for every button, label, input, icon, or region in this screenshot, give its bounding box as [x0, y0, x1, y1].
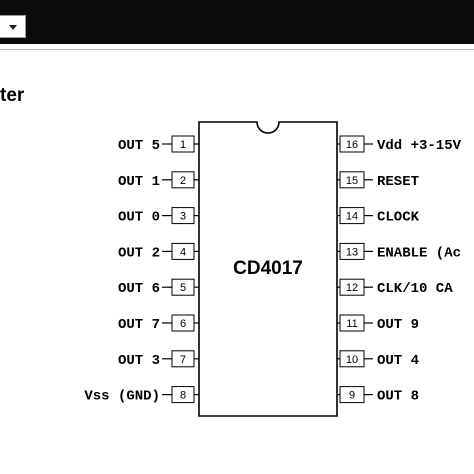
pin-number: 4 — [180, 246, 186, 258]
pin-label: OUT 7 — [118, 317, 160, 333]
pin-box — [339, 386, 365, 404]
pin-number: 16 — [346, 139, 358, 151]
pin-box — [171, 207, 195, 225]
pin-box — [171, 135, 195, 153]
pin-box — [339, 350, 365, 368]
pin-box — [339, 135, 365, 153]
pin-box — [339, 171, 365, 189]
pin-box — [339, 278, 365, 296]
pin-label: OUT 4 — [377, 353, 419, 369]
pin-number: 13 — [346, 246, 358, 258]
pin-number: 7 — [180, 354, 186, 366]
pin-number: 1 — [180, 139, 186, 151]
pin-label: OUT 8 — [377, 389, 419, 405]
chip-body — [198, 121, 338, 417]
pin-number: 8 — [180, 390, 186, 402]
pin-label: RESET — [377, 174, 419, 190]
pin-number: 3 — [180, 211, 186, 223]
dropdown-button[interactable] — [0, 15, 26, 38]
pin-box — [171, 350, 195, 368]
pin-number: 15 — [346, 175, 358, 187]
pin-label: CLOCK — [377, 210, 420, 226]
pin-number: 12 — [346, 282, 358, 294]
pin-box — [171, 314, 195, 332]
pin-number: 14 — [346, 211, 358, 223]
top-bar — [0, 0, 474, 44]
pin-label: OUT 2 — [118, 245, 160, 261]
pin-label: OUT 1 — [118, 174, 160, 190]
pin-label: OUT 5 — [118, 138, 160, 154]
pin-number: 6 — [180, 318, 186, 330]
pin-label: OUT 9 — [377, 317, 419, 333]
pin-box — [339, 242, 365, 260]
divider — [0, 49, 474, 50]
pin-box — [339, 207, 365, 225]
pin-box — [339, 314, 365, 332]
pin-number: 5 — [180, 282, 186, 294]
pin-box — [171, 386, 195, 404]
pin-label: Vdd +3-15V — [377, 138, 462, 154]
pin-box — [171, 278, 195, 296]
chevron-down-icon — [9, 25, 17, 30]
pin-box — [171, 171, 195, 189]
pin-number: 9 — [349, 390, 355, 402]
pin-number: 11 — [346, 318, 357, 330]
chip-name: CD4017 — [233, 258, 303, 279]
pin-label: OUT 3 — [118, 353, 160, 369]
pin-number: 2 — [180, 175, 186, 187]
page-title: ter — [0, 85, 25, 106]
pin-label: Vss (GND) — [84, 389, 160, 405]
pin-label: ENABLE (Ac — [377, 245, 461, 261]
pin-label: CLK/10 CA — [377, 281, 453, 297]
pin-number: 10 — [346, 354, 358, 366]
pin-box — [171, 242, 195, 260]
pin-label: OUT 0 — [118, 210, 160, 226]
pin-label: OUT 6 — [118, 281, 160, 297]
